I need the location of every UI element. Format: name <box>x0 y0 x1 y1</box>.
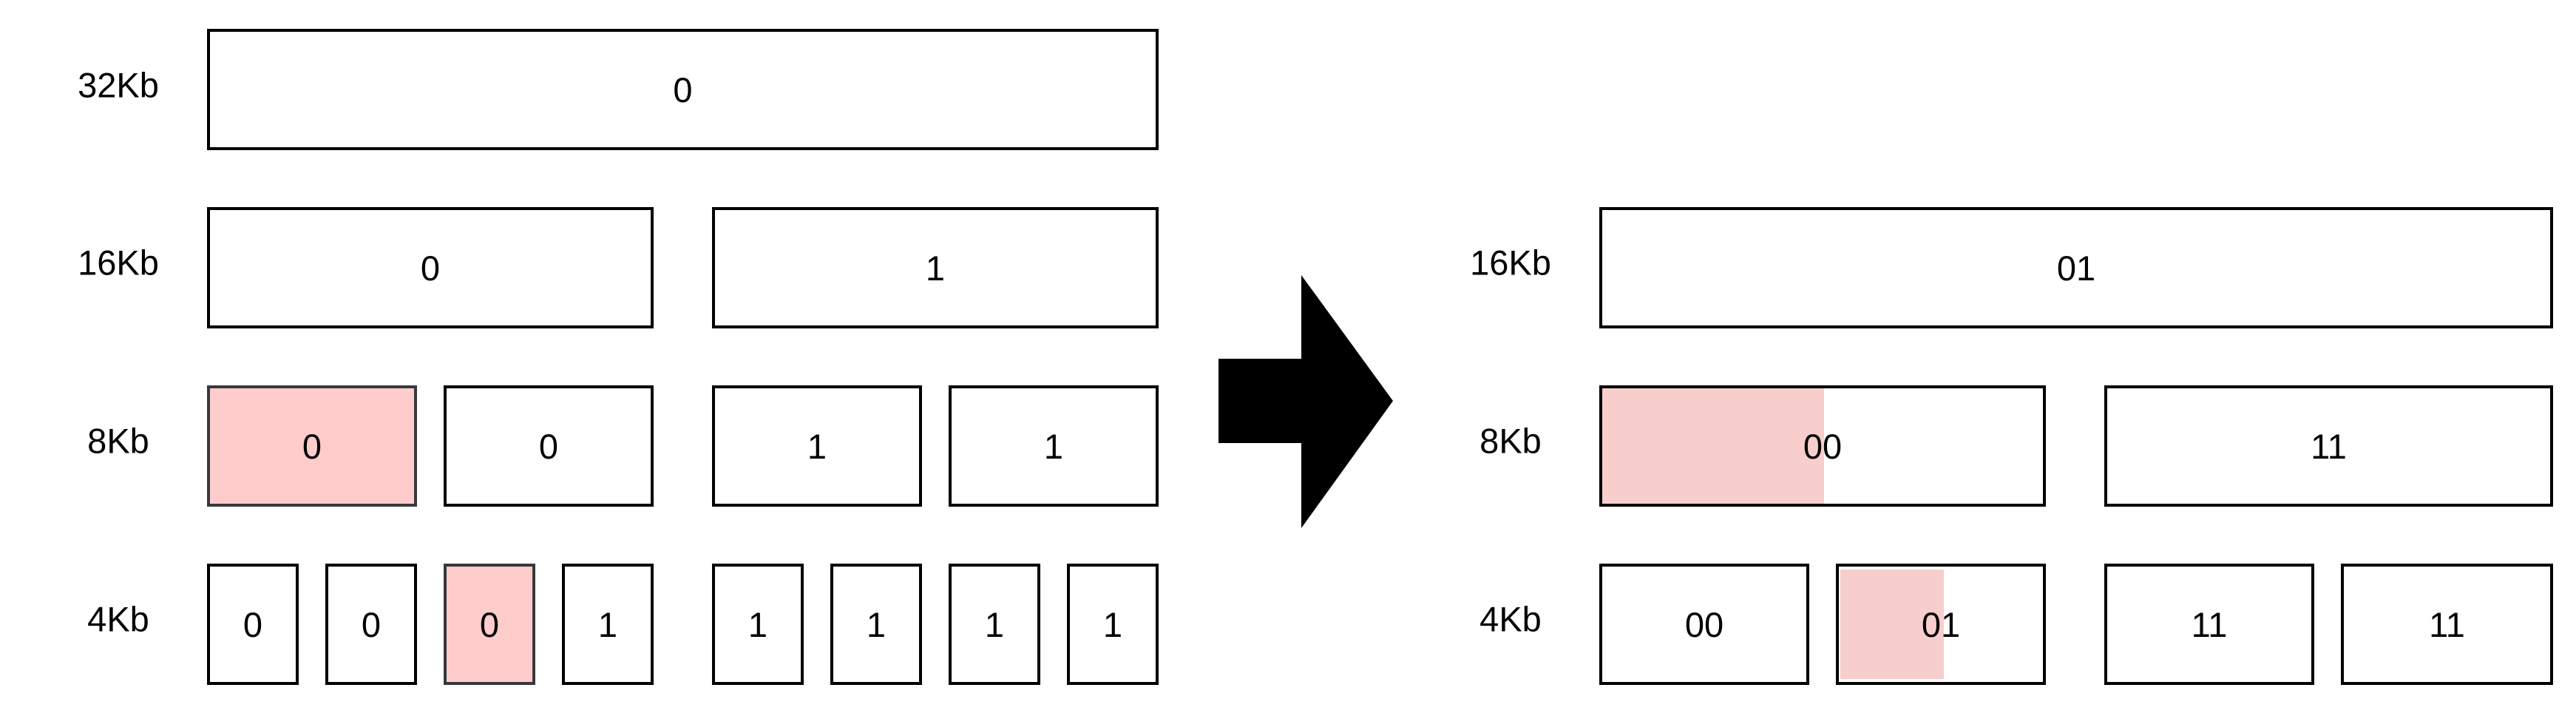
row-label-16kb: 16Kb <box>78 243 159 283</box>
block-4kb-partially-highlighted: 01 <box>1836 564 2046 685</box>
block-16kb: 1 <box>712 207 1159 328</box>
block-label: 11 <box>2191 604 2228 644</box>
block-4kb: 11 <box>2341 564 2553 685</box>
block-4kb: 1 <box>1067 564 1159 685</box>
block-label: 11 <box>2429 604 2465 644</box>
block-8kb: 11 <box>2104 385 2553 507</box>
block-label: 0 <box>361 604 382 644</box>
block-8kb: 0 <box>444 385 654 507</box>
block-label: 01 <box>2056 248 2096 288</box>
block-label: 1 <box>984 604 1005 644</box>
block-label: 0 <box>538 426 559 466</box>
block-4kb: 1 <box>830 564 922 685</box>
block-4kb: 1 <box>949 564 1040 685</box>
block-label: 1 <box>807 426 827 466</box>
row-label-4kb: 4Kb <box>87 599 149 639</box>
block-label: 0 <box>420 248 441 288</box>
row-label-16kb: 16Kb <box>1470 243 1551 283</box>
block-label: 0 <box>479 604 500 644</box>
block-16kb: 0 <box>207 207 654 328</box>
block-label: 01 <box>1921 604 1961 644</box>
block-4kb-highlighted: 0 <box>444 564 535 685</box>
block-4kb: 0 <box>325 564 417 685</box>
block-label: 1 <box>597 604 618 644</box>
block-label: 1 <box>1043 426 1064 466</box>
right-arrow-icon <box>1218 275 1393 528</box>
block-label: 0 <box>673 70 693 109</box>
block-4kb: 11 <box>2104 564 2314 685</box>
block-4kb: 0 <box>207 564 299 685</box>
block-label: 00 <box>1684 604 1724 644</box>
block-32kb: 0 <box>207 29 1159 150</box>
block-label: 0 <box>243 604 263 644</box>
block-label: 0 <box>302 426 322 466</box>
block-16kb: 01 <box>1599 207 2553 328</box>
block-label: 1 <box>866 604 887 644</box>
highlight-fill <box>1602 388 1824 504</box>
block-8kb-highlighted: 0 <box>207 385 417 507</box>
block-label: 00 <box>1803 426 1843 466</box>
row-label-32kb: 32Kb <box>78 65 159 105</box>
row-label-8kb: 8Kb <box>1479 421 1542 461</box>
block-8kb-partially-highlighted: 00 <box>1599 385 2046 507</box>
block-8kb: 1 <box>949 385 1159 507</box>
block-label: 1 <box>925 248 946 288</box>
block-label: 1 <box>1102 604 1123 644</box>
block-label: 1 <box>748 604 768 644</box>
block-label: 11 <box>2311 426 2347 466</box>
block-4kb: 00 <box>1599 564 1809 685</box>
row-label-8kb: 8Kb <box>87 421 149 461</box>
row-label-4kb: 4Kb <box>1479 599 1542 639</box>
highlight-fill <box>1840 570 1944 679</box>
block-8kb: 1 <box>712 385 922 507</box>
block-4kb: 1 <box>562 564 654 685</box>
block-4kb: 1 <box>712 564 804 685</box>
